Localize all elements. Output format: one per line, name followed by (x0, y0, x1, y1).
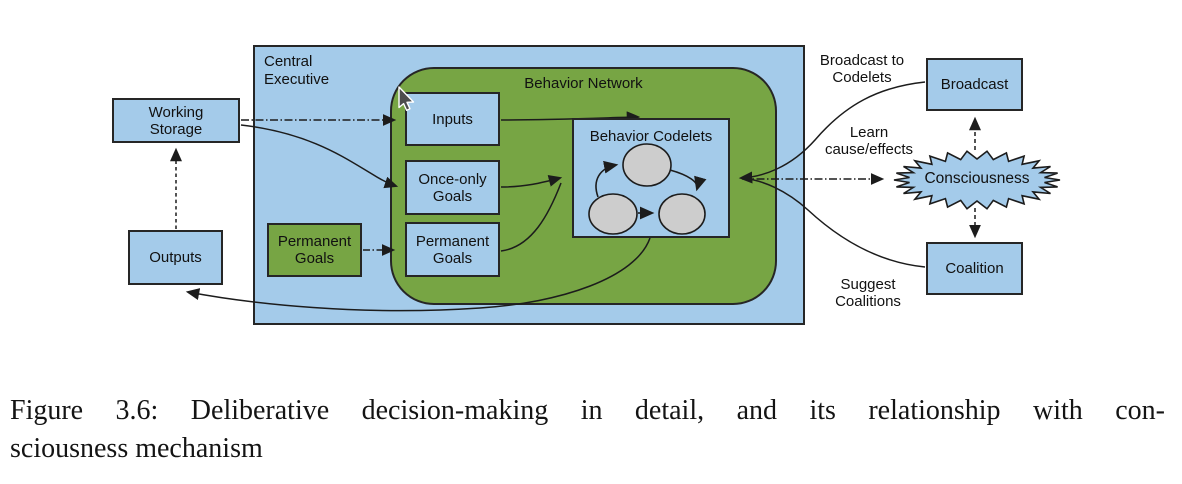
behavior-codelets-label: Behavior Codelets (589, 128, 713, 145)
figure-caption: Figure 3.6: Deliberative decision-making… (10, 392, 1165, 468)
behavior-network-label: Behavior Network (524, 75, 643, 92)
working-storage-box: Working Storage (112, 98, 240, 143)
once-only-goals-box: Once-only Goals (405, 160, 500, 215)
permanent-goals-blue-label: Permanent Goals (415, 232, 490, 267)
permanent-goals-blue-box: Permanent Goals (405, 222, 500, 277)
caption-line-2: sciousness mechanism (10, 433, 263, 464)
caption-line-1: Figure 3.6: Deliberative decision-making… (10, 395, 1165, 426)
connector-lines (170, 81, 981, 312)
inputs-label: Inputs (432, 110, 473, 128)
permanent-goals-green-label: Permanent Goals (277, 233, 352, 267)
consciousness-starburst (893, 150, 1061, 210)
permanent-goals-green-box: Permanent Goals (267, 223, 362, 277)
broadcast-label: Broadcast (940, 76, 1009, 93)
outputs-label: Outputs (149, 249, 202, 266)
outputs-box: Outputs (128, 230, 223, 285)
consciousness-label: Consciousness (924, 170, 1030, 187)
inputs-box: Inputs (405, 92, 500, 146)
working-storage-label: Working Storage (148, 103, 204, 138)
codelet-cycle (588, 143, 707, 235)
behavior-codelets-box: Behavior Codelets (572, 118, 730, 238)
suggest-coalitions-label: Suggest Coalitions (835, 276, 901, 310)
once-only-goals-label: Once-only Goals (418, 170, 487, 205)
coalition-label: Coalition (945, 260, 1004, 277)
coalition-box: Coalition (926, 242, 1023, 295)
consciousness-node: Consciousness (892, 149, 1062, 211)
central-executive-label: Central Executive (264, 53, 330, 88)
broadcast-to-codelets-label: Broadcast to Codelets (819, 52, 905, 86)
learn-cause-effects-label: Learn cause/effects (824, 124, 914, 158)
broadcast-box: Broadcast (926, 58, 1023, 111)
